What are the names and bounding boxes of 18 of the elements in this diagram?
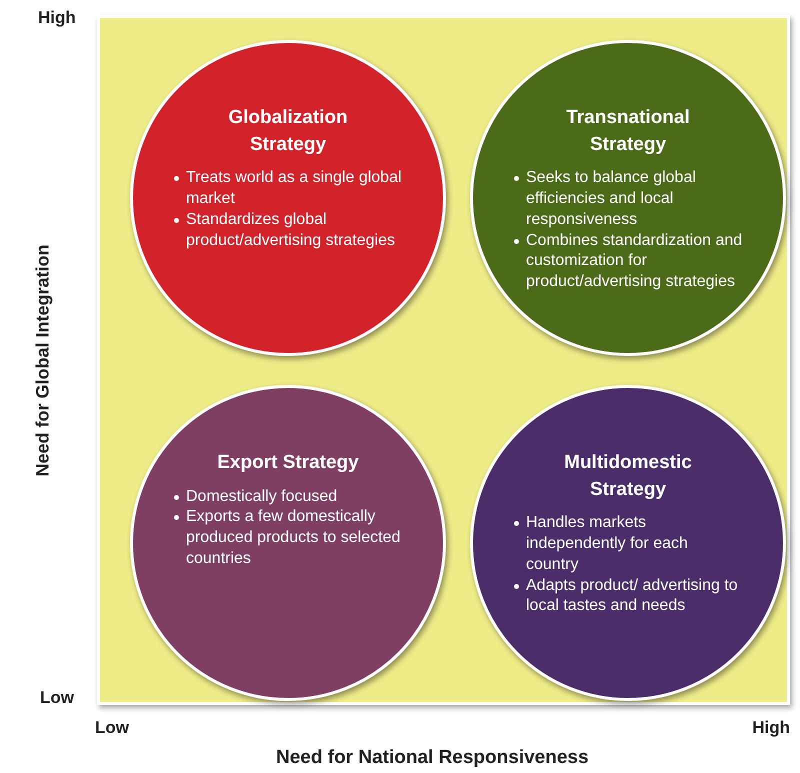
bullet-point: Treats world as a single global market	[172, 168, 404, 210]
strategy-title: Export Strategy	[216, 451, 360, 475]
strategy-title: Transnational Strategy	[565, 106, 691, 157]
axis-tick-label: High	[38, 8, 76, 28]
bullet-point: Adapts product/ advertising to local tastes and needs	[512, 576, 744, 618]
strategy-title: Multidomestic Strategy	[563, 451, 693, 502]
bullet-point: Seeks to balance global efficiencies and local responsiveness	[512, 168, 744, 231]
strategy-title: Globalization Strategy	[227, 106, 349, 157]
bullet-point: Standardizes global product/advertising strategies	[172, 210, 404, 252]
axis-tick-label: High	[752, 718, 790, 738]
bullet-point: Domestically focused	[172, 486, 404, 508]
axis-tick-label: Low	[95, 718, 129, 738]
axis-title: Need for National Responsiveness	[276, 747, 589, 769]
axis-title: Need for Global Integration	[32, 244, 54, 479]
axis-tick-label: Low	[40, 688, 74, 708]
bullet-point: Exports a few domestically produced products to selected countries	[172, 507, 404, 570]
bullet-point: Combines standardization and customization for product/advertising strategies	[512, 230, 744, 293]
bullet-point: Handles markets independently for each country	[512, 513, 744, 576]
